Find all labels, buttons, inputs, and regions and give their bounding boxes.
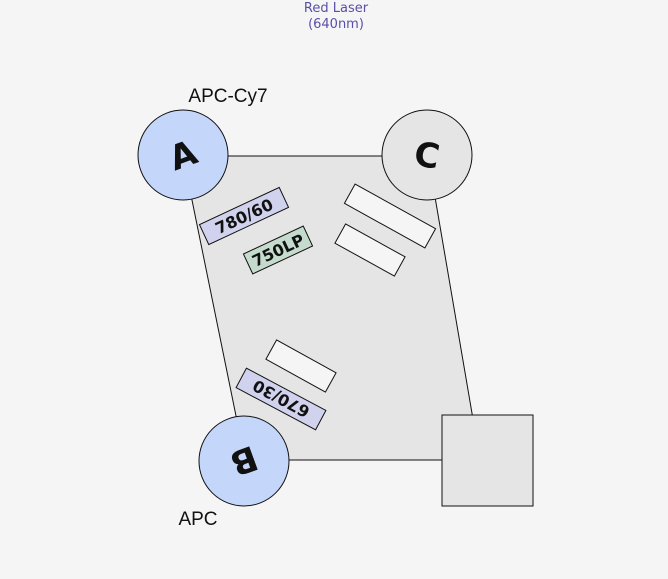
- detector-c-circle: [381, 109, 473, 201]
- laser-label-line1: Red Laser: [304, 1, 369, 16]
- empty-filter-slot-c2: [334, 223, 406, 277]
- detector-b-circle: [198, 415, 290, 507]
- filter-750lp-box: [242, 225, 314, 275]
- filter-780-60-box: [198, 186, 290, 246]
- laser-label-line2: (640nm): [308, 17, 364, 32]
- detector-b-label: APC: [178, 509, 217, 530]
- port-square: [441, 414, 534, 507]
- detector-a-circle: [137, 109, 229, 201]
- octagon-body: [182, 155, 481, 461]
- empty-filter-slot-b: [265, 339, 337, 393]
- empty-filter-slot-c1: [343, 183, 437, 249]
- filter-670-30-box: [235, 367, 327, 431]
- detector-a-label: APC-Cy7: [188, 86, 267, 107]
